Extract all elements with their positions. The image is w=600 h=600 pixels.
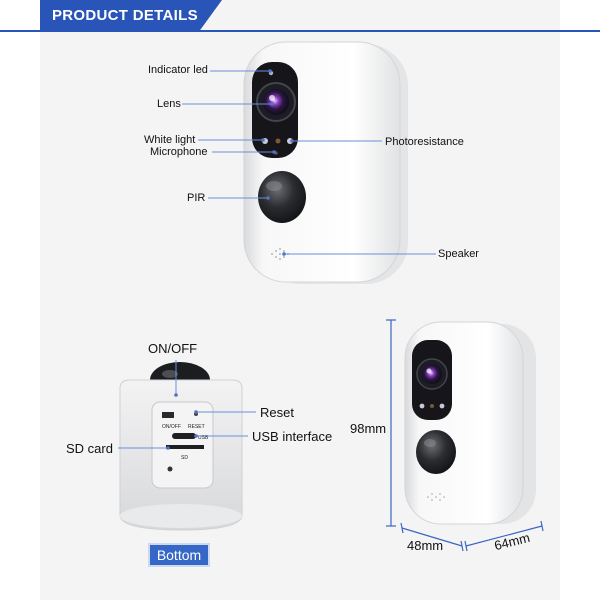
panel-usb-text: USB xyxy=(198,435,209,441)
label-sd-card: SD card xyxy=(66,441,113,456)
panel-reset-text: RESET xyxy=(188,424,205,430)
panel-sd-text: SD xyxy=(181,455,188,461)
dimension-depth: 48mm xyxy=(407,538,444,553)
label-pir: PIR xyxy=(187,192,206,204)
label-usb-interface: USB interface xyxy=(252,429,333,444)
label-lens: Lens xyxy=(157,98,181,110)
label-microphone: Microphone xyxy=(150,146,208,158)
section-title: PRODUCT DETAILS xyxy=(40,0,222,30)
label-on-off: ON/OFF xyxy=(148,341,198,356)
label-indicator-led: Indicator led xyxy=(148,64,208,76)
label-white-light: White light xyxy=(144,134,196,146)
label-photoresistance: Photoresistance xyxy=(385,136,464,148)
label-speaker: Speaker xyxy=(438,248,479,260)
label-reset: Reset xyxy=(260,405,294,420)
panel-on-off-text: ON/OFF xyxy=(162,424,181,430)
bottom-view-button[interactable]: Bottom xyxy=(148,543,210,567)
header-rule xyxy=(0,30,600,32)
dimension-height: 98mm xyxy=(350,421,387,436)
